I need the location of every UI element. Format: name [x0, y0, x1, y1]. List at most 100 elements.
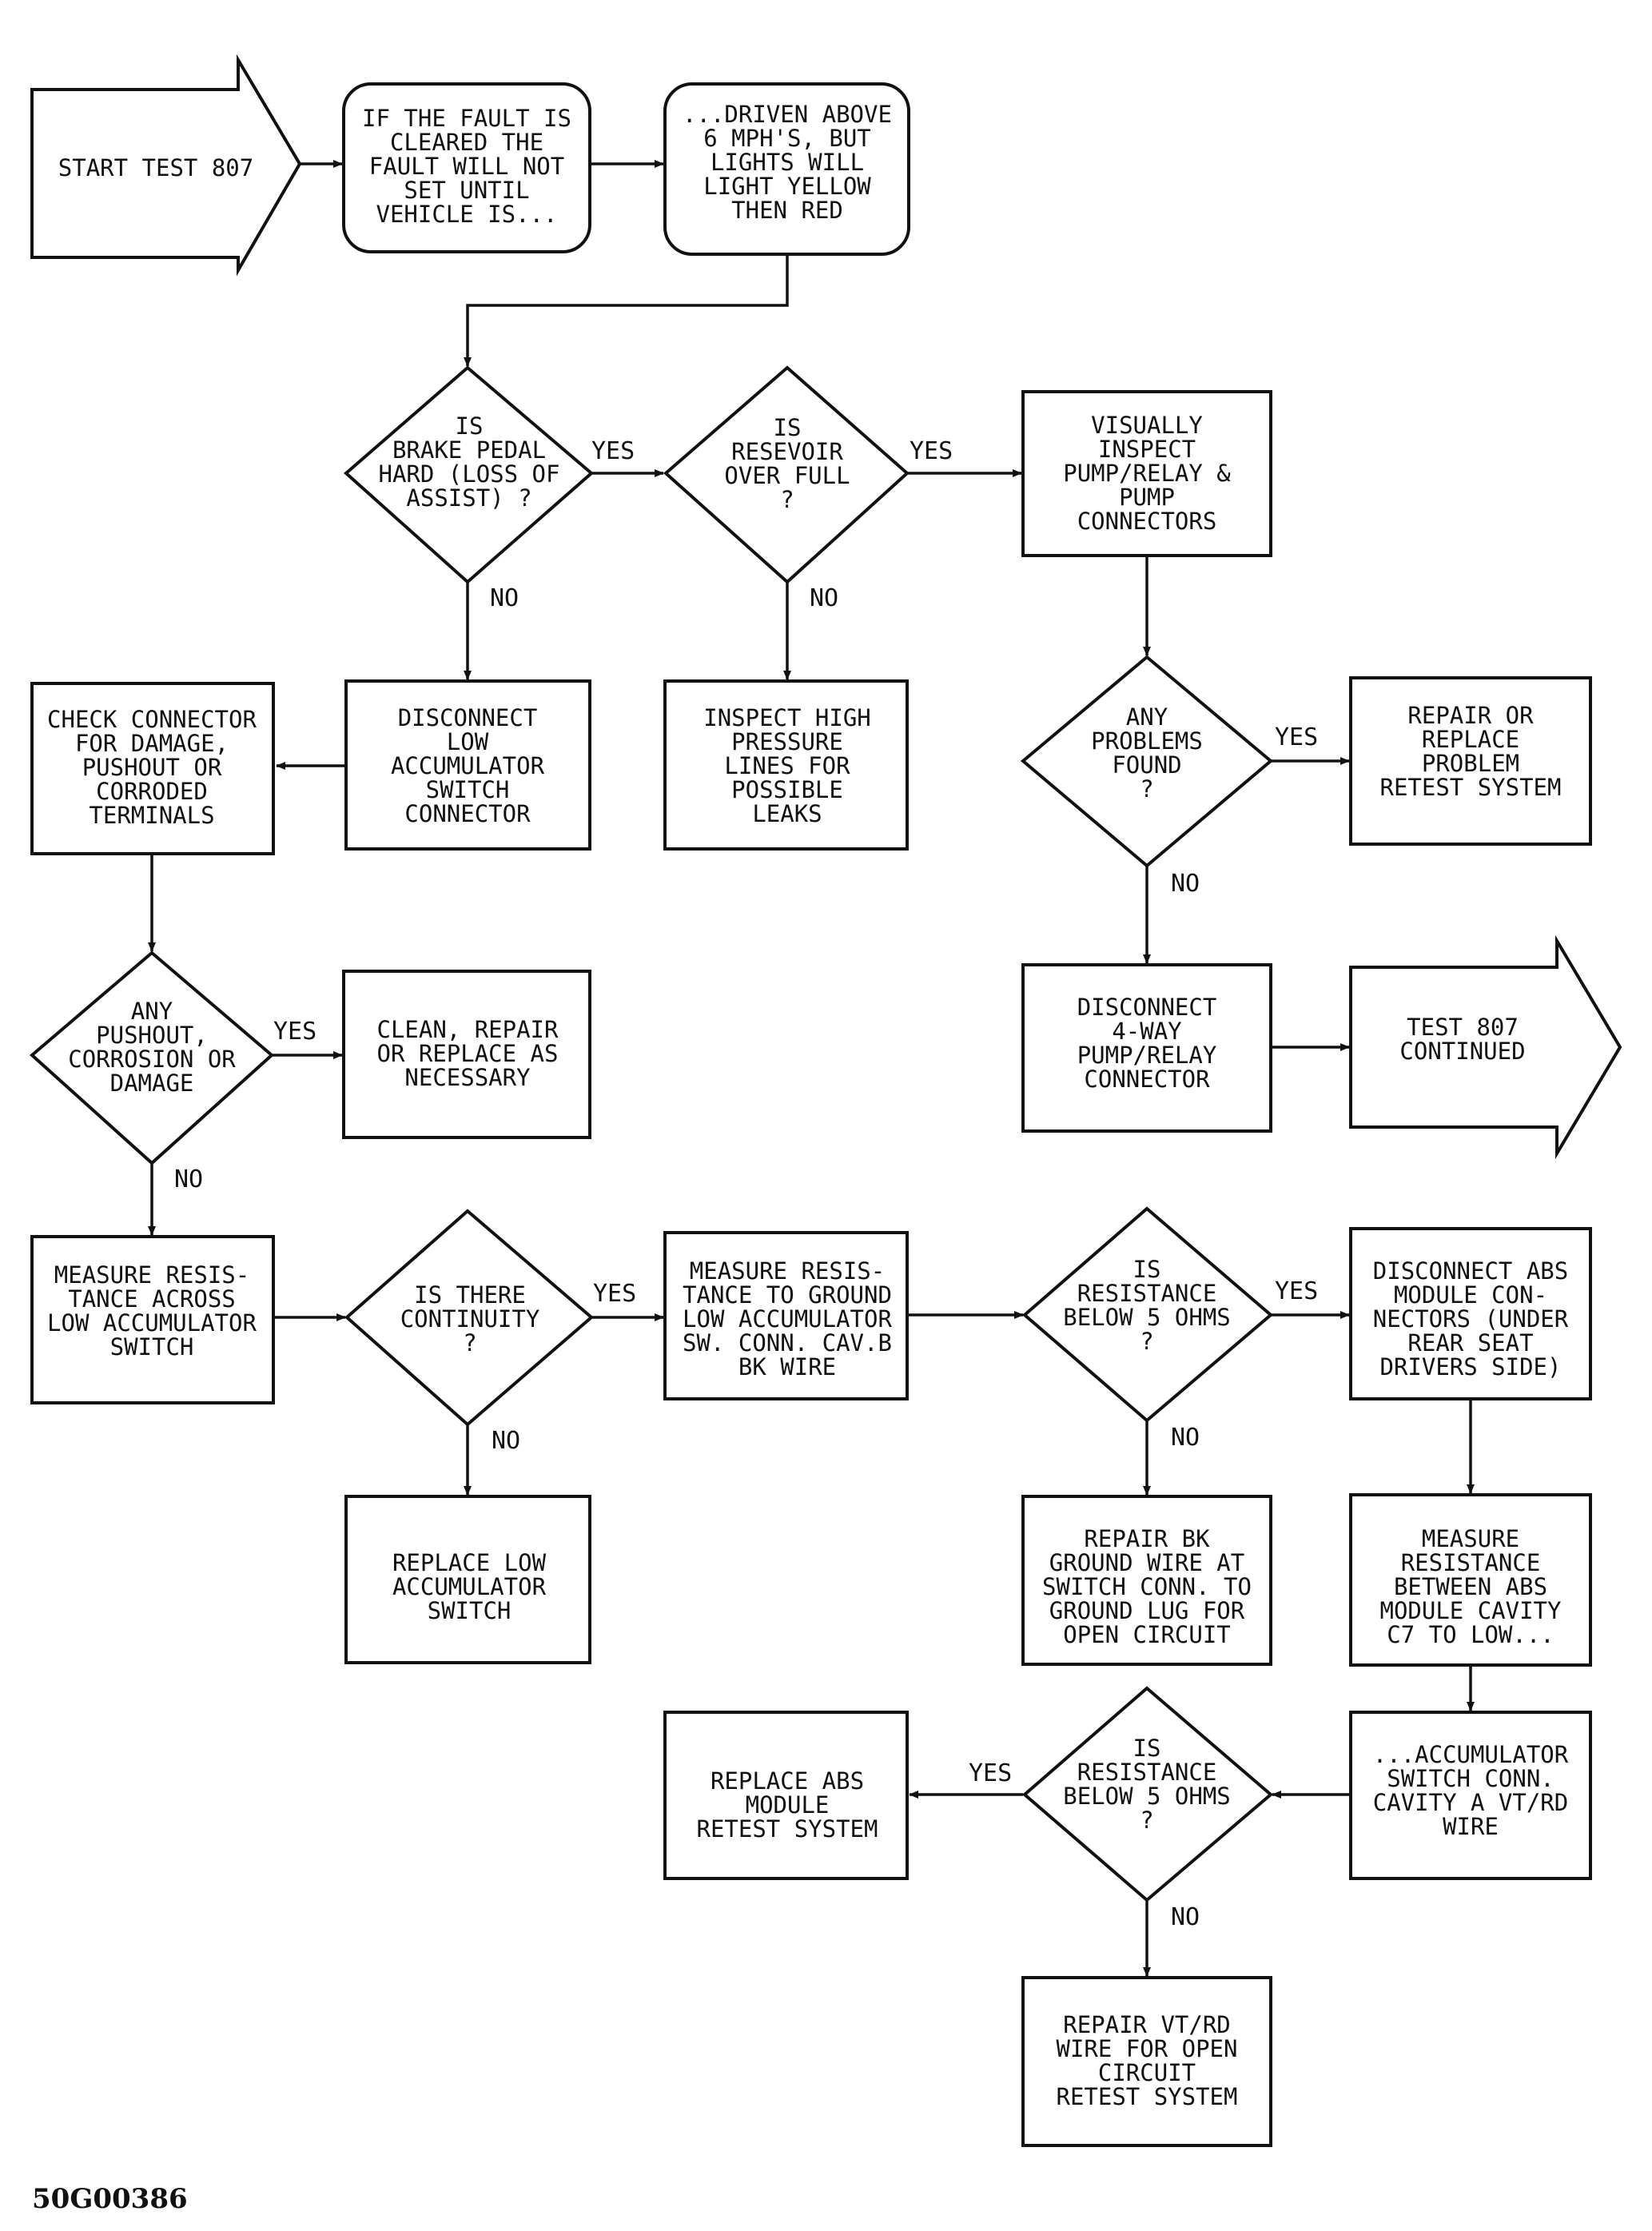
- edge-label-yes-reservoir: YES: [910, 437, 953, 465]
- node-text-line: SWITCH: [428, 1597, 512, 1624]
- edge-label-yes-problems: YES: [1275, 723, 1318, 751]
- edge-label-no-continuity: NO: [492, 1427, 520, 1455]
- edge-label-no-reservoir: NO: [810, 584, 838, 612]
- node-text-line: INSPECT: [1098, 436, 1196, 463]
- node-text-line: SWITCH: [426, 776, 510, 803]
- node-text-line: WIRE FOR OPEN: [1057, 2035, 1238, 2062]
- node-text-line: MEASURE RESIS-: [54, 1261, 249, 1289]
- node-text-line: IS: [774, 414, 802, 441]
- node-text-line: BK WIRE: [738, 1353, 836, 1380]
- repair-bk-shape: [1021, 1495, 1272, 1666]
- node-text-line: BELOW 5 OHMS: [1063, 1783, 1231, 1810]
- node-text-line: PUMP: [1119, 484, 1175, 511]
- node-text-line: CLEARED THE: [390, 129, 543, 156]
- node-text-line: TEST 807: [1407, 1014, 1519, 1041]
- driven-above-shape: [663, 82, 910, 256]
- edge-label-no-resistance-1: NO: [1171, 1424, 1200, 1452]
- node-text-line: IS THERE: [414, 1281, 526, 1309]
- reservoir-shape: [663, 365, 910, 584]
- node-text-line: FOUND: [1112, 751, 1181, 779]
- node-text-line: REPAIR BK: [1084, 1525, 1210, 1552]
- measure-across-shape: [30, 1235, 275, 1404]
- node-text-line: CONNECTORS: [1077, 508, 1217, 535]
- node-text-line: IF THE FAULT IS: [362, 105, 571, 132]
- node-text-line: CAVITY A VT/RD: [1373, 1789, 1568, 1816]
- node-text-line: VEHICLE IS...: [376, 201, 558, 228]
- start-arrow-shape: [30, 54, 302, 277]
- node-text-line: TERMINALS: [89, 802, 214, 829]
- node-text-line: RETEST SYSTEM: [1380, 774, 1562, 801]
- resistance-below-1-shape: [1021, 1206, 1274, 1423]
- node-text-line: THEN RED: [731, 197, 843, 224]
- accumulator-switch-shape: [1349, 1711, 1592, 1880]
- node-text-line: LOW: [447, 728, 489, 755]
- shapes: [29, 54, 1622, 2147]
- node-text-line: OR REPLACE AS: [377, 1040, 559, 1067]
- node-text-line: REPLACE ABS: [711, 1767, 864, 1795]
- test-continued-arrow-shape: [1349, 934, 1622, 1160]
- node-text-line: CORROSION OR: [68, 1046, 236, 1073]
- node-text-line: SW. CONN. CAV.B: [683, 1329, 892, 1357]
- node-text-line: HARD (LOSS OF: [379, 460, 560, 488]
- visually-inspect-shape: [1021, 390, 1272, 557]
- node-start-text: START TEST 807: [58, 154, 253, 181]
- node-text-line: SWITCH CONN. TO: [1042, 1573, 1252, 1600]
- node-text-line: MEASURE: [1422, 1525, 1519, 1552]
- node-text-line: LOW ACCUMULATOR: [683, 1305, 892, 1333]
- node-text-line: LINES FOR: [724, 752, 850, 779]
- node-text-line: CORRODED: [96, 778, 208, 805]
- edge-label-no-brake: NO: [490, 584, 519, 612]
- node-text-line: BRAKE PEDAL: [392, 436, 546, 464]
- node-text-line: 6 MPH'S, BUT: [703, 125, 871, 152]
- node-text-line: OPEN CIRCUIT: [1063, 1621, 1231, 1648]
- node-text-line: DAMAGE: [110, 1070, 194, 1097]
- measure-ground-shape: [663, 1231, 909, 1400]
- inspect-high-pressure-shape: [663, 679, 909, 851]
- edge-label-no-pushout: NO: [174, 1165, 203, 1193]
- edge-driven-to-brake: [464, 254, 789, 367]
- node-text-line: LIGHTS WILL: [711, 149, 864, 176]
- node-text-line: IS: [1133, 1256, 1161, 1283]
- edge-label-yes-brake: YES: [591, 437, 635, 465]
- node-text-line: RESISTANCE: [1077, 1759, 1217, 1786]
- edge-labels: YES NO YES NO YES NO YES NO YES NO YES N…: [174, 437, 1318, 1931]
- node-text-line: REPAIR OR: [1407, 702, 1534, 729]
- node-text-line: DISCONNECT ABS: [1373, 1257, 1568, 1285]
- node-text-line: RESISTANCE: [1077, 1280, 1217, 1307]
- node-text-line: DRIVERS SIDE): [1380, 1353, 1562, 1380]
- node-text-line: CHECK CONNECTOR: [47, 706, 257, 733]
- clean-repair-shape: [342, 970, 591, 1139]
- node-text-line: CONTINUED: [1399, 1038, 1525, 1065]
- edges: [148, 160, 1475, 1977]
- edge-label-yes-resistance-1: YES: [1275, 1277, 1318, 1305]
- node-text-line: MODULE CAVITY: [1380, 1597, 1562, 1624]
- node-text-line: CONNECTOR: [404, 800, 531, 827]
- node-text-line: SWITCH CONN.: [1387, 1765, 1554, 1792]
- node-text-line: ...DRIVEN ABOVE: [683, 101, 892, 128]
- node-text-line: IS: [456, 412, 484, 440]
- node-text-line: PROBLEMS: [1091, 727, 1203, 755]
- node-text-line: RETEST SYSTEM: [697, 1815, 878, 1843]
- node-text-line: PUMP/RELAY: [1077, 1042, 1217, 1069]
- any-problems-shape: [1020, 655, 1274, 868]
- node-text-line: REAR SEAT: [1407, 1329, 1533, 1357]
- node-text-line: ANY: [131, 998, 173, 1025]
- replace-abs-shape: [663, 1711, 909, 1880]
- fault-cleared-shape: [342, 82, 591, 253]
- node-text-line: POSSIBLE: [731, 776, 843, 803]
- edge-label-yes-continuity: YES: [593, 1280, 636, 1308]
- node-text-line: DISCONNECT: [398, 704, 538, 731]
- node-text-line: ACCUMULATOR: [392, 1573, 547, 1600]
